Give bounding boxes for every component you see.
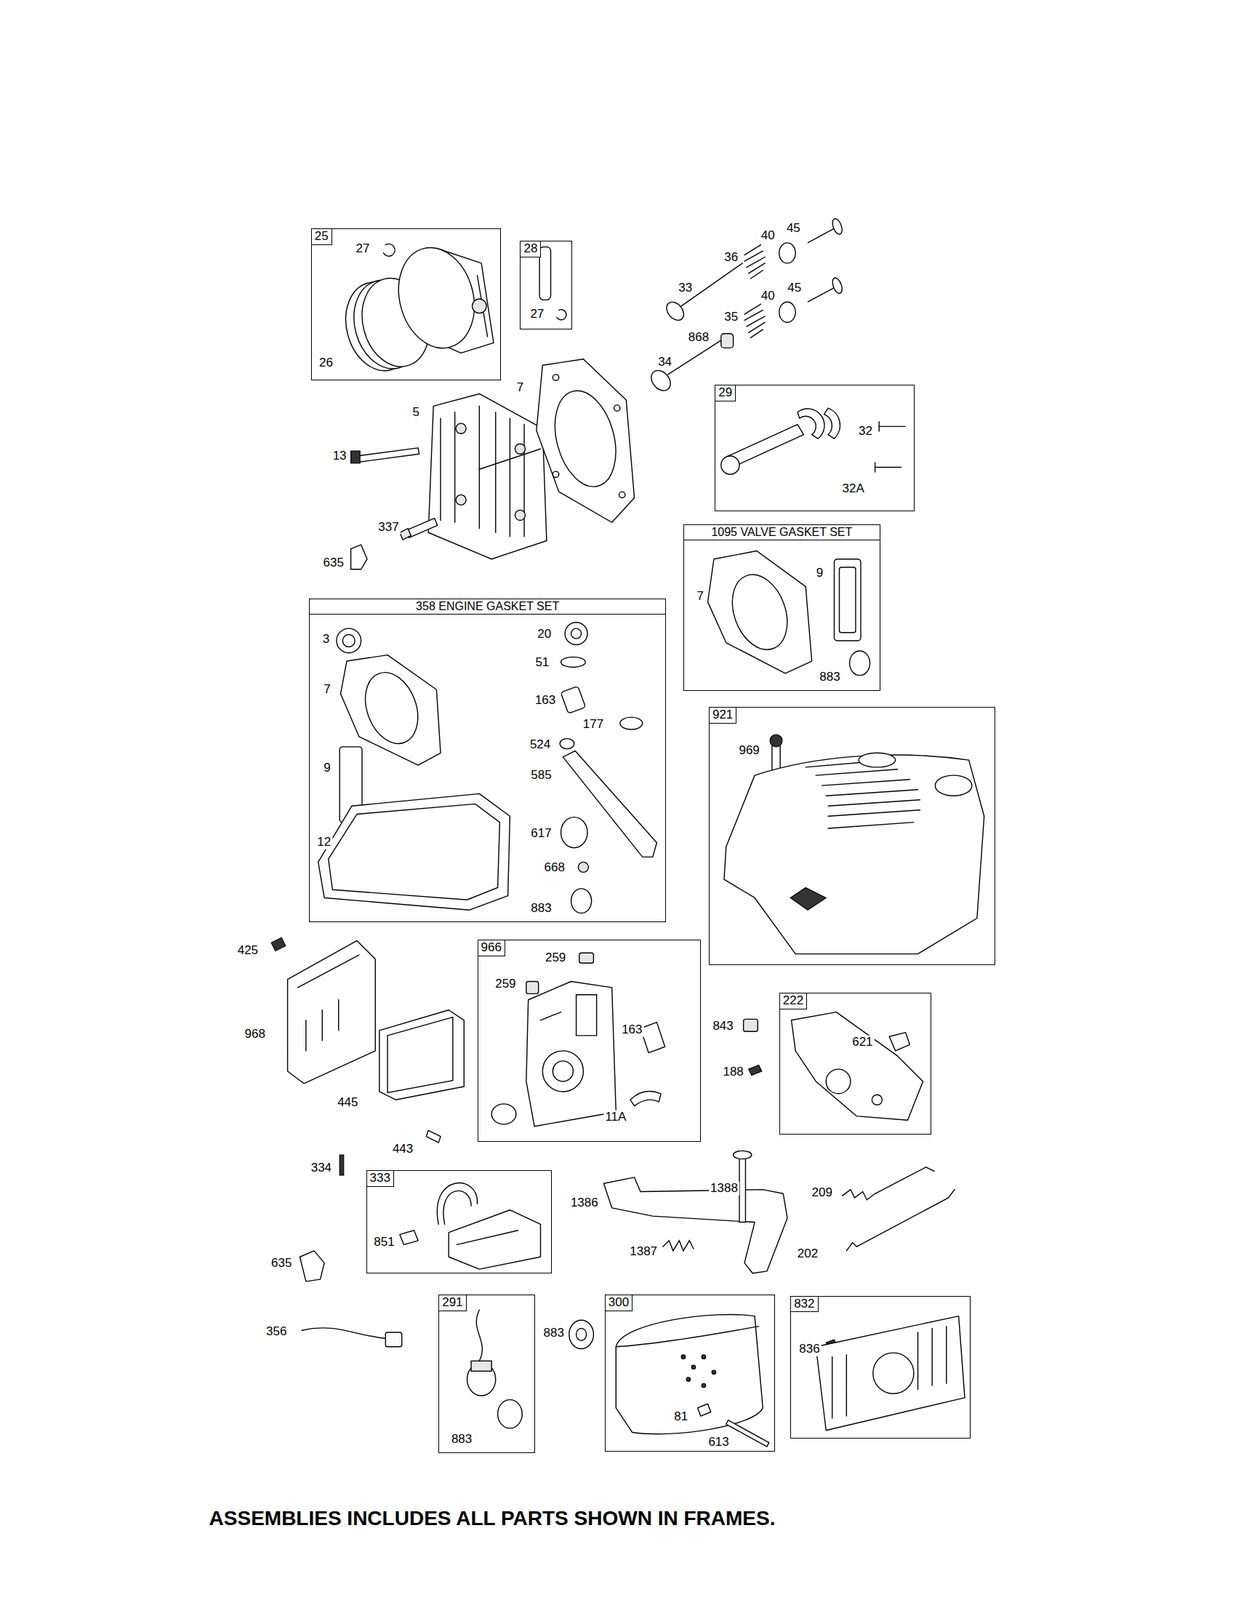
callout-number: 7 (515, 380, 525, 395)
callout-number: 35 (722, 310, 740, 325)
callout-number: 617 (529, 825, 553, 840)
parts-frame: 28 27 (519, 240, 573, 330)
callout-number: 1387 (628, 1244, 659, 1259)
callout-number: 51 (533, 655, 551, 670)
callout-number: 334 (309, 1161, 333, 1175)
callout-number: 836 (797, 1342, 821, 1356)
parts-frame: 25 27 26 (311, 228, 501, 381)
callout-number: 1386 (569, 1195, 600, 1210)
callout-number: 32 (857, 424, 874, 439)
callout-number: 7 (695, 589, 706, 604)
callout-number: 188 (721, 1065, 745, 1079)
callout-number: 45 (785, 221, 802, 236)
callout-number: 883 (450, 1432, 474, 1447)
parts-frame: 222 621 (779, 992, 932, 1135)
callout-number: 635 (322, 556, 346, 570)
frame-number: 28 (520, 241, 541, 258)
frame-number: 222 (780, 993, 807, 1010)
callout-number: 883 (542, 1326, 566, 1340)
parts-frame: 1095 VALVE GASKET SET 7 9 883 (683, 524, 881, 691)
callout-number: 26 (317, 356, 335, 371)
frame-number: 832 (790, 1296, 818, 1313)
frame-number: 333 (367, 1170, 395, 1187)
callout-number: 32A (841, 481, 866, 496)
callout-number: 843 (711, 1019, 735, 1034)
frame-number: 25 (311, 229, 333, 246)
callout-number: 337 (376, 520, 400, 535)
callout-number: 356 (264, 1323, 288, 1338)
callout-number: 883 (817, 670, 842, 685)
frame-number: 921 (709, 707, 737, 724)
parts-frame: 832 836 (790, 1295, 971, 1439)
parts-frame: 291 883 (438, 1294, 536, 1452)
callout-number: 13 (331, 449, 349, 464)
parts-frame: 300 81 613 (604, 1294, 775, 1452)
callout-number: 27 (354, 242, 372, 256)
frame-number: 966 (478, 940, 506, 957)
callout-number: 259 (493, 977, 517, 991)
callout-number: 9 (322, 761, 332, 775)
callout-number: 1388 (708, 1181, 740, 1196)
callout-number: 445 (335, 1095, 360, 1110)
frame-number: 358 ENGINE GASKET SET (309, 599, 666, 615)
callout-number: 163 (533, 693, 557, 708)
callout-number: 585 (529, 767, 553, 782)
callout-number: 5 (411, 404, 421, 419)
callout-number: 40 (759, 229, 777, 243)
callout-number: 33 (676, 280, 694, 295)
callout-number: 969 (737, 743, 761, 758)
callout-number: 34 (656, 355, 674, 370)
callout-number: 668 (543, 860, 567, 875)
callout-number: 259 (543, 950, 568, 965)
callout-number: 177 (581, 716, 605, 731)
callout-number: 883 (529, 901, 553, 916)
callout-number: 425 (236, 943, 260, 958)
caption: ASSEMBLIES INCLUDES ALL PARTS SHOWN IN F… (209, 1507, 776, 1530)
callout-number: 81 (672, 1409, 690, 1424)
parts-frame: 333 851 (366, 1169, 552, 1273)
callout-number: 443 (391, 1141, 415, 1156)
callout-number: 12 (315, 835, 333, 850)
callout-number: 3 (321, 632, 331, 647)
callout-number: 9 (814, 566, 825, 581)
callout-number: 202 (796, 1246, 820, 1261)
frame-number: 300 (605, 1294, 633, 1311)
callout-number: 635 (269, 1255, 293, 1270)
callout-number: 27 (528, 306, 546, 321)
callout-number: 621 (850, 1035, 874, 1050)
callout-number: 613 (706, 1435, 730, 1449)
callout-number: 7 (322, 682, 332, 697)
callout-number: 40 (759, 288, 777, 303)
callout-number: 851 (372, 1235, 396, 1249)
callout-number: 36 (722, 250, 740, 264)
callout-number: 11A (603, 1109, 628, 1124)
callout-number: 209 (809, 1185, 834, 1200)
callout-number: 868 (687, 330, 711, 345)
frame-number: 291 (439, 1294, 467, 1311)
parts-frame: 358 ENGINE GASKET SET 3 7 9 12 20 51 163 177 524 5… (308, 598, 666, 922)
parts-frame: 29 32 32A (714, 384, 915, 512)
callout-number: 45 (785, 280, 803, 295)
parts-frame: 921 969 (708, 706, 996, 965)
parts-frame: 966 259 259 163 11A (477, 939, 701, 1142)
callout-number: 163 (620, 1022, 644, 1037)
callout-number: 524 (528, 737, 552, 751)
callout-number: 20 (535, 627, 553, 642)
callout-number: 968 (243, 1027, 267, 1042)
frame-number: 29 (715, 385, 736, 402)
frame-number: 1095 VALVE GASKET SET (684, 524, 880, 541)
